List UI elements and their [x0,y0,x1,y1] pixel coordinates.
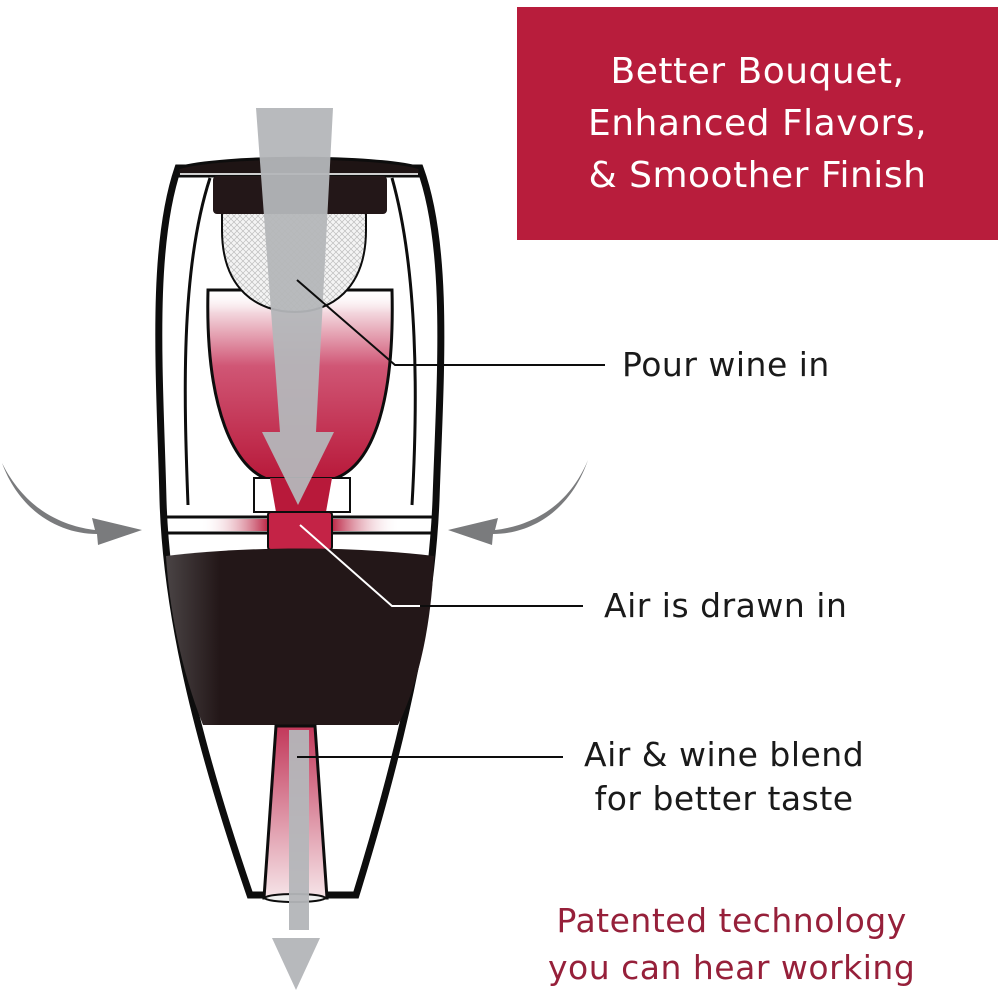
dark-body-band [166,548,434,725]
callout-pour-wine-in: Pour wine in [622,345,830,384]
callout-air-drawn-in: Air is drawn in [604,586,848,625]
patent-tagline: Patented technology you can hear working [548,897,915,991]
callout-lines [296,279,605,758]
patent-line-2: you can hear working [548,948,916,987]
callout-line-pour [296,279,605,366]
headline-line-1: Better Bouquet, [610,50,905,92]
callout-line-air-inside [299,524,430,607]
headline-line-2: Enhanced Flavors, [587,102,928,144]
patent-line-1: Patented technology [556,901,907,940]
flow-arrow-down-icon [256,108,334,990]
air-arrow-right-icon [2,463,142,545]
air-arrow-left-icon [448,460,588,545]
callout-blend-line-2: for better taste [594,779,854,818]
callout-blend-line-1: Air & wine blend [584,735,865,774]
headline-banner: Better Bouquet, Enhanced Flavors, & Smoo… [517,7,998,240]
air-intake-band [165,511,435,559]
callout-air-wine-blend: Air & wine blend for better taste [584,733,864,821]
headline-line-3: & Smoother Finish [588,154,927,196]
